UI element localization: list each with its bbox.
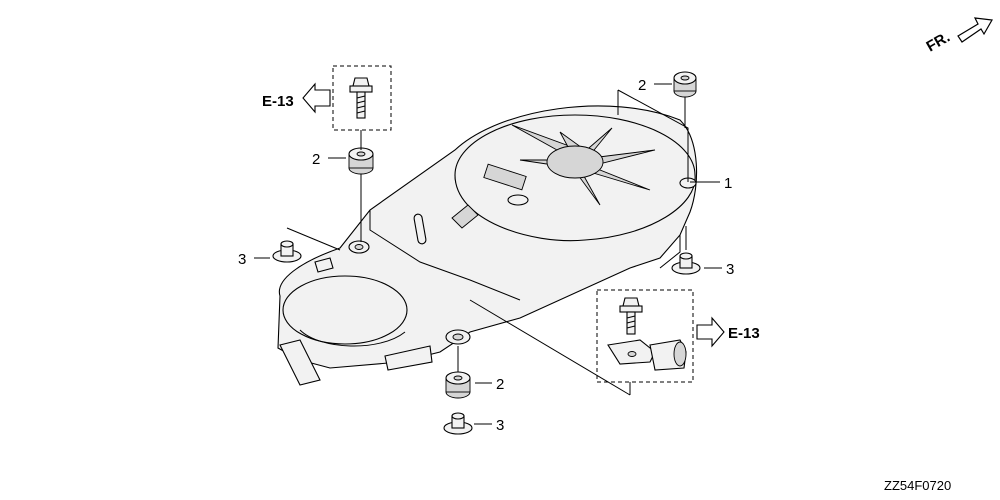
ref-left-label: E-13 — [262, 93, 294, 110]
bolt-assembly-left — [332, 65, 392, 150]
fan-cover-body — [277, 105, 698, 386]
callout-2-left-label: 2 — [312, 151, 320, 168]
ref-left-arrow-icon — [302, 82, 331, 114]
callout-3-right-label: 3 — [726, 261, 734, 278]
screw-left: 3 — [238, 227, 341, 268]
screw-bottom: 3 — [443, 412, 504, 435]
fr-arrow-icon — [957, 17, 993, 43]
mounting-holes — [348, 177, 697, 345]
ref-right-arrow-icon — [696, 316, 725, 348]
callout-1: 1 — [617, 89, 732, 192]
callout-1-label: 1 — [724, 175, 732, 192]
bracket-assembly-right — [469, 289, 694, 396]
fr-label: FR. — [924, 29, 953, 56]
screw-right: 3 — [671, 226, 734, 278]
center-hub — [546, 145, 604, 179]
ref-left: E-13 — [262, 82, 331, 114]
front-direction-marker: FR. — [924, 17, 993, 56]
grommet-bottom: 2 — [445, 346, 504, 399]
callout-2-bottom-label: 2 — [496, 376, 504, 393]
callout-3-bottom-label: 3 — [496, 417, 504, 434]
ref-right-label: E-13 — [728, 325, 760, 342]
callout-2-top-right-label: 2 — [638, 77, 646, 94]
callout-3-left-label: 3 — [238, 251, 246, 268]
diagram-code: ZZ54F0720 — [884, 478, 951, 493]
grommet-top-right: 2 — [638, 71, 697, 128]
ref-right: E-13 — [696, 316, 760, 348]
grommet-left: 2 — [312, 147, 374, 242]
